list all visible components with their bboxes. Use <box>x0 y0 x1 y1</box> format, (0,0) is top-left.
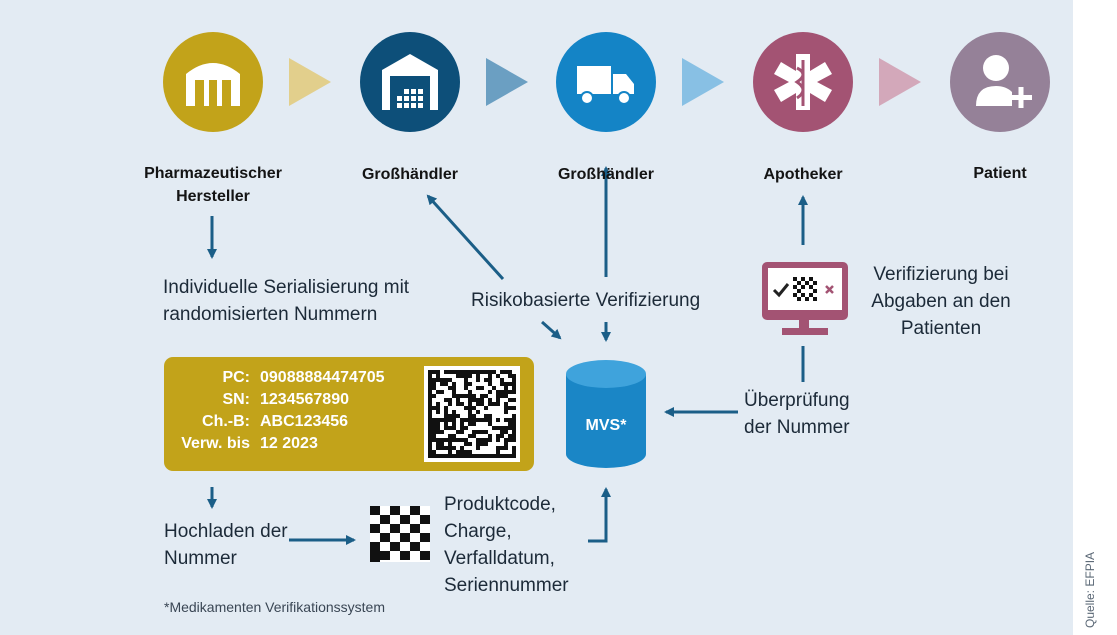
datamatrix-small-icon <box>370 506 430 562</box>
monitor-icon <box>762 262 848 335</box>
label-wholesaler-2: Großhändler <box>557 166 654 183</box>
caduceus-icon <box>753 32 853 132</box>
user-plus-icon <box>950 32 1050 132</box>
chain-chevrons <box>289 58 921 106</box>
product-fields-text: Produktcode, Charge, Verfalldatum, Serie… <box>444 494 569 596</box>
label-patient: Patient <box>973 165 1027 182</box>
pack-value: 09088884474705 <box>260 369 385 386</box>
label-wholesaler-1: Großhändler <box>361 166 458 183</box>
pack-value: 12 2023 <box>260 435 318 452</box>
dispense-verification-text: Verifizierung bei Abgaben an den Patient… <box>871 264 1011 339</box>
pack-value: 1234567890 <box>260 391 349 408</box>
warehouse-icon <box>360 32 460 132</box>
label-pharmacist: Apotheker <box>763 166 843 183</box>
pack-key: SN: <box>222 391 250 408</box>
source-credit: Quelle: EFPIA <box>1083 551 1097 628</box>
truck-icon <box>556 32 656 132</box>
pack-value: ABC123456 <box>260 413 349 430</box>
mvs-database-icon <box>566 360 646 468</box>
pack-key: PC: <box>222 369 250 386</box>
flow-arrows <box>207 166 808 545</box>
serialization-text: Individuelle Serialisierung mit randomis… <box>163 277 410 325</box>
pack-label-card: PC: 09088884474705 SN: 1234567890 Ch.-B:… <box>164 357 534 471</box>
risk-verification-text: Risikobasierte Verifizierung <box>471 290 701 311</box>
mvs-label: MVS* <box>585 417 627 434</box>
footnote: *Medikamenten Verifikationssystem <box>164 599 385 615</box>
pack-key: Ch.-B: <box>202 413 250 430</box>
factory-icon <box>163 32 263 132</box>
datamatrix-code-icon <box>424 366 520 462</box>
upload-text: Hochladen der Nummer <box>164 521 288 569</box>
number-check-text: Überprüfung der Nummer <box>744 390 850 438</box>
label-manufacturer: Pharmazeutischer Hersteller <box>144 165 282 205</box>
pack-key: Verw. bis <box>181 435 250 452</box>
